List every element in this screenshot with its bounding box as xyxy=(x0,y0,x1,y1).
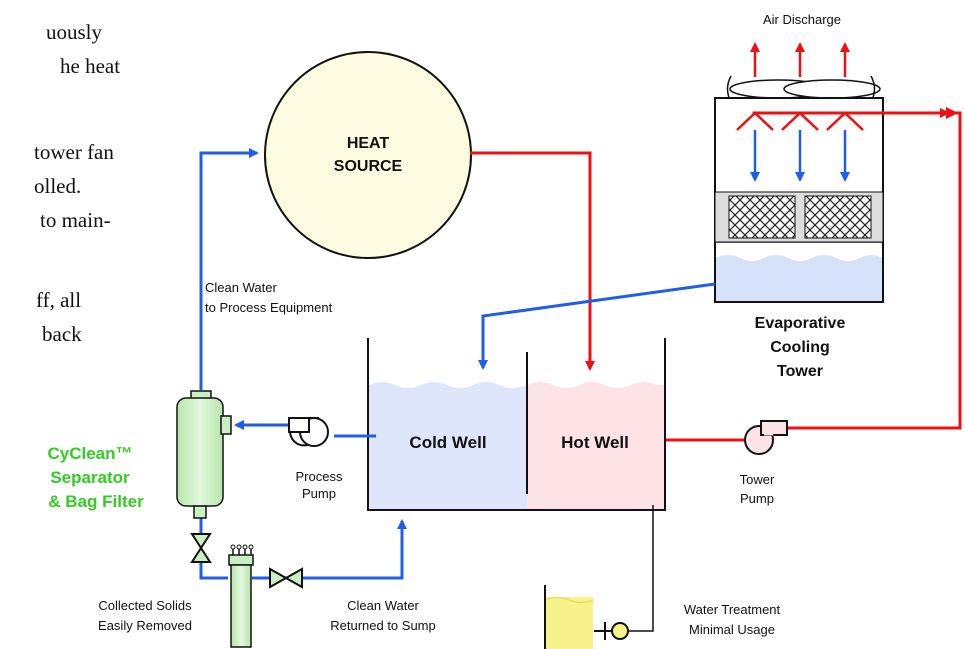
cold-water-piping xyxy=(199,148,716,580)
separator-outlet xyxy=(193,505,207,519)
heat-source-circle xyxy=(264,51,472,259)
dosing-pump-icon xyxy=(611,622,629,640)
tower-label: Cooling xyxy=(770,339,830,356)
cooling-tower xyxy=(714,75,884,303)
separator-label: Separator xyxy=(50,468,130,487)
tower-label: Evaporative xyxy=(755,315,846,332)
body-text-line: ff, all xyxy=(36,288,81,312)
clean-water-process-label: to Process Equipment xyxy=(205,300,333,315)
heat-source-label: HEAT xyxy=(347,135,390,152)
body-text-line: he heat xyxy=(60,54,120,78)
sump-tank xyxy=(367,338,666,511)
dosing-line xyxy=(628,505,654,632)
process-pump-label: Pump xyxy=(302,486,336,501)
return-valve xyxy=(269,567,303,589)
clean-water-sump-return-pipe xyxy=(252,519,407,580)
tower-label: Tower xyxy=(777,363,823,380)
bag-filter xyxy=(228,544,254,648)
hot-well-water xyxy=(527,382,664,509)
body-text-line: back xyxy=(42,322,82,346)
air-discharge-label: Air Discharge xyxy=(763,12,841,27)
hot-water-piping xyxy=(470,108,962,442)
clean-water-to-process-pipe xyxy=(199,148,259,390)
separator-inlet xyxy=(220,415,232,435)
process-pump-outlet xyxy=(288,417,310,433)
water-treatment xyxy=(544,505,654,649)
cold-well-label: Cold Well xyxy=(409,433,486,452)
separator-to-bag-pipe xyxy=(199,562,228,580)
body-text-line: uously xyxy=(46,20,103,44)
separator-body xyxy=(176,397,224,507)
separator-label: CyClean™ xyxy=(47,444,132,463)
fill-media-right xyxy=(804,195,872,239)
heat-source-label: SOURCE xyxy=(334,158,403,175)
water-treatment-label: Water Treatment xyxy=(684,602,781,617)
collected-solids-label: Easily Removed xyxy=(98,618,192,633)
tower-pump-label: Pump xyxy=(740,491,774,506)
body-text-line: tower fan xyxy=(34,140,114,164)
tank-walls xyxy=(367,338,666,511)
hot-return-pipe xyxy=(470,151,595,371)
tower-pump-label: Tower xyxy=(740,472,775,487)
body-text: uously he heat tower fan olled. to main-… xyxy=(34,20,120,346)
tower-pump-outlet xyxy=(760,420,788,436)
air-discharge-arrows xyxy=(750,42,850,77)
falling-water-arrows xyxy=(750,130,850,182)
cold-well-water xyxy=(369,382,527,509)
cyclean-separator xyxy=(176,390,232,519)
clean-water-process-label: Clean Water xyxy=(205,280,277,295)
body-text-line: to main- xyxy=(40,208,111,232)
clean-water-sump-label: Clean Water xyxy=(347,598,419,613)
tower-pump xyxy=(744,420,788,455)
return-valve-icon xyxy=(269,567,303,589)
chemical-tank-fluid xyxy=(545,597,593,649)
drain-valve-icon xyxy=(190,533,212,563)
body-text-line: olled. xyxy=(34,174,81,198)
separator-label: & Bag Filter xyxy=(48,492,144,511)
bag-filter-cap xyxy=(228,554,254,566)
drain-valve xyxy=(190,533,212,563)
tower-feed-arrowhead xyxy=(946,107,958,119)
fan-blade-right xyxy=(783,79,881,99)
clean-water-sump-label: Returned to Sump xyxy=(330,618,436,633)
tower-basin-water xyxy=(716,255,882,301)
process-pump-label: Process xyxy=(296,469,343,484)
process-pump xyxy=(288,417,329,447)
hot-well-label: Hot Well xyxy=(561,433,629,452)
collected-solids-label: Collected Solids xyxy=(98,598,192,613)
fill-media-left xyxy=(728,195,796,239)
tower-feed-pipe xyxy=(752,111,962,430)
bag-filter-body xyxy=(230,564,252,648)
water-treatment-label: Minimal Usage xyxy=(689,622,775,637)
tower-return-pipe xyxy=(478,282,716,370)
